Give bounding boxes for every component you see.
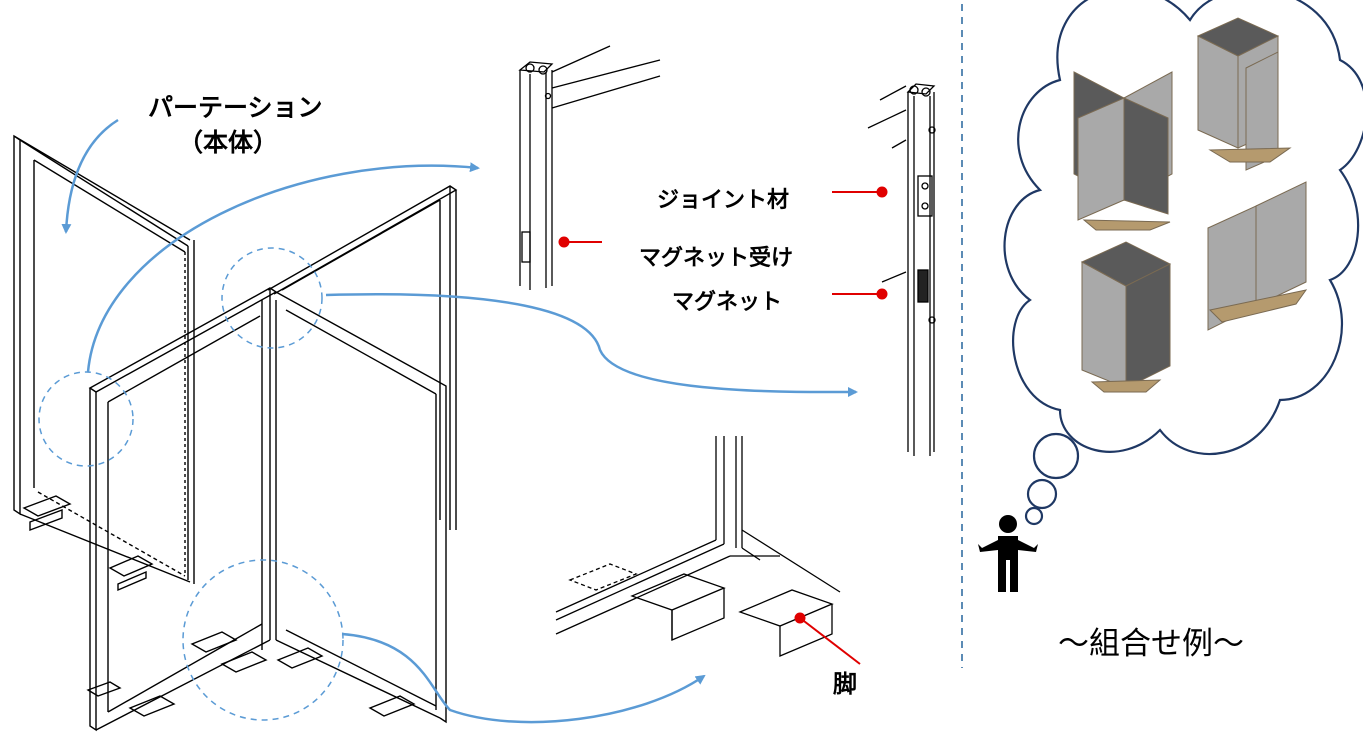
combination-example-1 [1073, 71, 1173, 231]
magnet-post-detail [518, 45, 661, 290]
joint-material-label: ジョイント材 [657, 188, 790, 213]
partition-assembly-drawing [13, 134, 458, 732]
partition-body-label: （本体） [178, 128, 279, 157]
person-shrugging-icon [978, 515, 1038, 592]
leader-lines [558, 186, 888, 665]
leader-leg [799, 617, 861, 665]
combination-example-2 [1196, 17, 1292, 171]
zoom-circles [38, 247, 344, 721]
arrow-to-magnet-detail [86, 162, 480, 373]
magnet-receiver-label: マグネット受け [639, 246, 794, 271]
leg-label: 脚 [833, 670, 857, 698]
arrow-to-joint-detail [325, 293, 858, 398]
arrow-to-leg-detail [341, 632, 706, 724]
detail-arrows [61, 118, 858, 724]
leg-detail [555, 436, 841, 657]
partition-title-label: パーテーション [148, 93, 323, 122]
combination-examples-label: ～組合せ例～ [1058, 626, 1244, 662]
combination-example-4 [1207, 181, 1308, 331]
joint-post-detail [867, 83, 936, 456]
zoom-circle-joint [221, 247, 323, 349]
magnet-label: マグネット [672, 290, 783, 315]
zoom-circle-magnet [38, 371, 134, 467]
arrow-partition-label [61, 118, 119, 234]
zoom-circle-leg [182, 559, 344, 721]
thought-cloud-icon [1003, 0, 1363, 526]
combination-example-3 [1080, 241, 1172, 393]
